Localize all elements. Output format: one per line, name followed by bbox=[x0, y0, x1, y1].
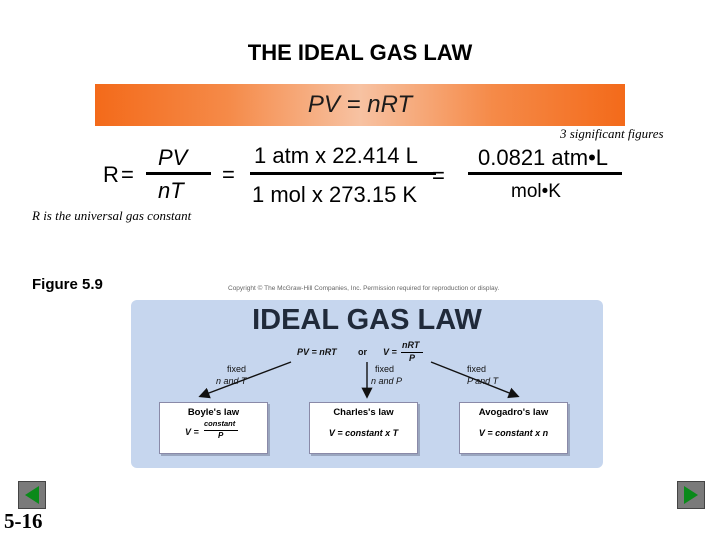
sig-figs-note: 3 significant figures bbox=[560, 126, 664, 141]
formula-v-lhs: V = bbox=[383, 347, 397, 357]
formula-pv: PV = nRT bbox=[297, 347, 337, 357]
charles-law-name: Charles's law bbox=[333, 407, 394, 418]
boyles-law-numerator: constant bbox=[204, 419, 236, 428]
prev-slide-button[interactable] bbox=[18, 481, 46, 509]
next-slide-button[interactable] bbox=[677, 481, 705, 509]
equals-sign-1: = bbox=[121, 162, 134, 187]
boyles-law-bar bbox=[204, 430, 238, 431]
equals-sign-3: = bbox=[432, 163, 445, 188]
fraction-denominator: nT bbox=[158, 178, 184, 203]
arrow-to-avogadro bbox=[430, 361, 520, 399]
units-denominator: 1 mol x 273.15 K bbox=[252, 182, 418, 207]
fraction-bar-1 bbox=[146, 172, 211, 175]
fraction-bar-3 bbox=[468, 172, 622, 175]
arrow-to-boyle bbox=[198, 361, 292, 399]
figure-copyright: Copyright © The McGraw-Hill Companies, I… bbox=[228, 285, 500, 292]
r-symbol: R bbox=[103, 162, 119, 187]
boyles-law-name: Boyle's law bbox=[187, 407, 240, 418]
formula-or: or bbox=[358, 347, 367, 357]
units-numerator: 1 atm x 22.414 L bbox=[254, 143, 418, 168]
result-numerator: 0.0821 atm•L bbox=[478, 145, 609, 170]
triangle-left-icon bbox=[25, 486, 39, 504]
fixed-vars-1: n and T bbox=[216, 376, 247, 386]
fraction-bar-2 bbox=[250, 172, 436, 175]
formula-v-numerator: nRT bbox=[402, 340, 420, 350]
avogadro-law-name: Avogadro's law bbox=[478, 407, 549, 418]
charles-law-box: Charles's law V = constant x T bbox=[309, 402, 418, 454]
triangle-right-icon bbox=[684, 486, 698, 504]
avogadro-law-formula: V = constant x n bbox=[478, 428, 549, 438]
fixed-label-2: fixed bbox=[375, 364, 395, 374]
fraction-numerator: PV bbox=[158, 145, 188, 170]
fixed-label-3: fixed bbox=[467, 364, 487, 374]
fixed-label-1: fixed bbox=[227, 364, 247, 374]
result-denominator: mol•K bbox=[511, 181, 561, 202]
fixed-vars-2: n and P bbox=[371, 376, 403, 386]
formula-v-denominator: P bbox=[409, 353, 416, 363]
equation-banner: PV = nRT bbox=[95, 84, 625, 126]
figure-title: IDEAL GAS LAW bbox=[252, 304, 482, 336]
boyles-law-lhs: V = bbox=[185, 427, 199, 437]
page-number: 5-16 bbox=[4, 509, 43, 533]
ideal-gas-law-figure: IDEAL GAS LAW PV = nRT or V = nRT P fixe… bbox=[131, 300, 603, 468]
equals-sign-2: = bbox=[222, 162, 235, 187]
charles-law-formula: V = constant x T bbox=[328, 428, 399, 438]
constant-note: R is the universal gas constant bbox=[32, 208, 192, 223]
fixed-vars-3: P and T bbox=[467, 376, 499, 386]
slide-title: THE IDEAL GAS LAW bbox=[247, 40, 473, 65]
formula-v-bar bbox=[401, 352, 423, 353]
boyles-law-denominator: P bbox=[218, 431, 224, 440]
figure-label: Figure 5.9 bbox=[32, 276, 103, 293]
figure-arrows bbox=[198, 361, 520, 399]
boyles-law-box: Boyle's law V = constant P bbox=[159, 402, 268, 454]
avogadro-law-box: Avogadro's law V = constant x n bbox=[459, 402, 568, 454]
